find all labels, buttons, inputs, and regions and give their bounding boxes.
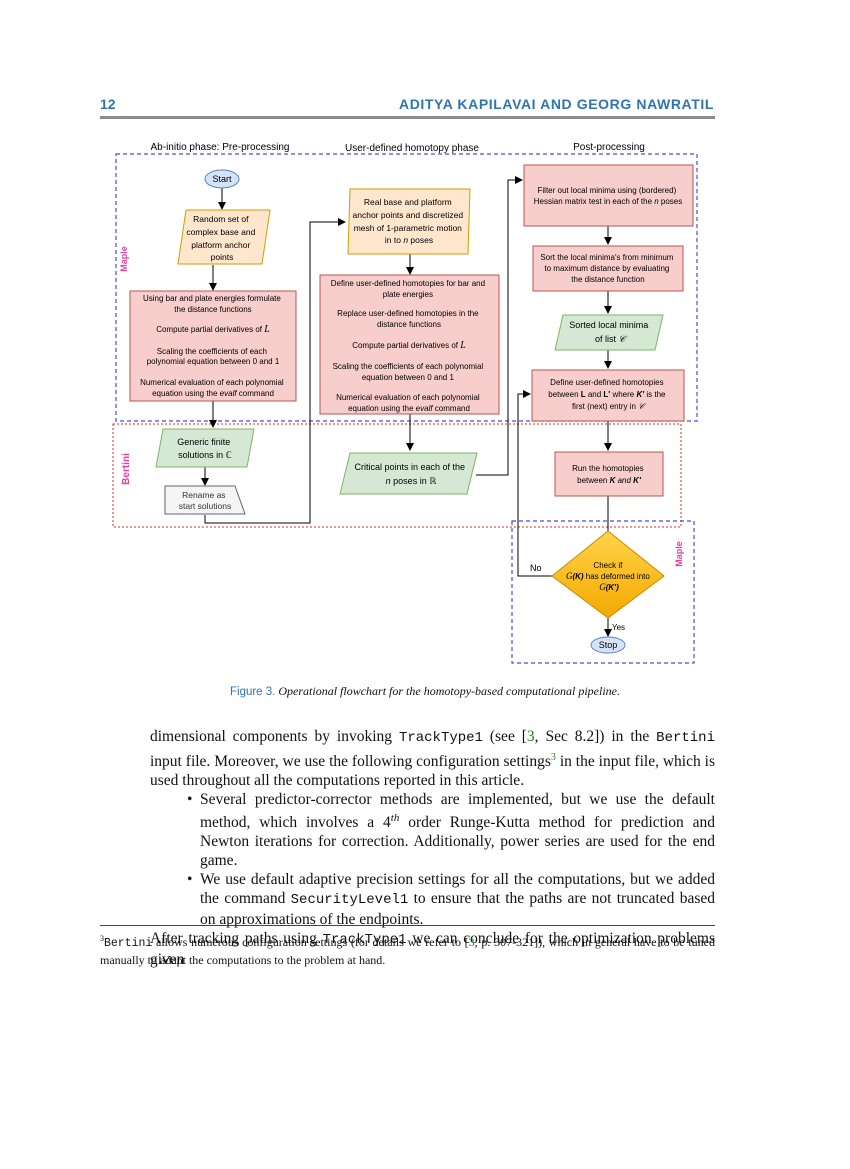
config-list: Several predictor-corrector methods are … xyxy=(150,790,715,929)
node-generic-solutions: Generic finite solutions in ℂ xyxy=(155,428,255,468)
body-text: dimensional components by invoking Track… xyxy=(150,727,715,969)
bertini-region xyxy=(112,423,682,528)
svg-text:Define user-defined homotopies: Define user-defined homotopies for bar a… xyxy=(331,279,488,329)
paragraph-2: After tracking paths using TrackType1 we… xyxy=(150,930,715,969)
flowchart: Ab-initio phase: Pre-processing User-def… xyxy=(112,142,698,664)
citation-link[interactable]: 3 xyxy=(468,935,475,949)
node-critical-points: Critical points in each of the n poses i… xyxy=(339,452,478,495)
node-random-set: Random set of complex base and platform … xyxy=(177,209,271,265)
footnote-rule xyxy=(100,925,715,926)
page-number: 12 xyxy=(100,96,116,112)
svg-text:Filter out local minima using: Filter out local minima using (bordered)… xyxy=(534,186,683,206)
svg-text:Compute partial derivatives of: Compute partial derivatives of L xyxy=(156,324,270,335)
svg-text:Check if G(K) has deform: Check if G(K) has deformed into G(K') xyxy=(566,561,652,592)
edge-check-no xyxy=(517,390,555,577)
node-filter: Filter out local minima using (bordered)… xyxy=(523,164,694,227)
node-sorted-minima: Sorted local minima of list 𝒞 xyxy=(554,314,664,351)
footnote: 3Bertini allows numerous configuration s… xyxy=(100,934,715,967)
svg-text:Scaling the coefficients of ea: Scaling the coefficients of each polynom… xyxy=(147,347,280,366)
label-no: No xyxy=(530,563,542,573)
phase-title-user: User-defined homotopy phase xyxy=(345,143,479,154)
svg-text:Critical points in each of the: Critical points in each of the n poses i… xyxy=(354,462,467,487)
node-stop: Stop xyxy=(590,636,626,654)
svg-text:Sorted local minima of l: Sorted local minima of list 𝒞 xyxy=(569,320,651,344)
svg-text:Compute partial derivatives of: Compute partial derivatives of L xyxy=(352,340,466,351)
figure-caption-text: Operational flowchart for the homotopy-b… xyxy=(278,684,621,698)
node-userdefined-block: Define user-defined homotopies for bar a… xyxy=(319,274,500,415)
footnote-marker[interactable]: 3 xyxy=(550,752,556,763)
svg-text:Run the homotopies betwe: Run the homotopies between K and K' xyxy=(572,464,646,485)
paragraph-1: dimensional components by invoking Track… xyxy=(150,728,715,790)
svg-text:Generic finite solutions: Generic finite solutions in ℂ xyxy=(177,437,233,461)
node-check-diamond: Check if G(K) has deformed into G(K') xyxy=(551,530,665,619)
node-preprocess-block: Using bar and plate energies formulate t… xyxy=(129,290,297,402)
header-rule xyxy=(100,116,715,119)
list-item: Several predictor-corrector methods are … xyxy=(187,790,715,870)
list-item: We use default adaptive precision settin… xyxy=(187,870,715,929)
svg-text:Scaling the coefficients of ea: Scaling the coefficients of each polynom… xyxy=(333,362,486,413)
svg-text:Using bar and plate energies f: Using bar and plate energies formulate t… xyxy=(143,294,283,314)
node-real-base: Real base and platform anchor points and… xyxy=(347,188,471,255)
maple-region-bottom xyxy=(511,520,695,664)
node-start: Start xyxy=(204,169,240,189)
edge-critical-filter xyxy=(476,176,523,476)
edge-rename-realbase xyxy=(204,218,346,524)
svg-text:Real base and platform a: Real base and platform anchor points and… xyxy=(353,197,466,245)
svg-text:Rename as start solution: Rename as start solutions xyxy=(179,490,231,511)
svg-text:Random set of complex ba: Random set of complex base and platform … xyxy=(186,214,257,262)
svg-text:Stop: Stop xyxy=(599,640,618,650)
figure-caption: Figure 3. Operational flowchart for the … xyxy=(0,684,850,699)
svg-text:Sort the local minima's from m: Sort the local minima's from minimum to … xyxy=(540,253,675,284)
node-define-post: Define user-defined homotopies between L… xyxy=(531,369,685,422)
svg-text:Numerical evaluation of each p: Numerical evaluation of each polynomial … xyxy=(140,378,286,398)
phase-title-pre: Ab-initio phase: Pre-processing xyxy=(151,142,290,153)
bertini-label: Bertini xyxy=(121,453,132,485)
svg-text:Define user-defined homotopies: Define user-defined homotopies between L… xyxy=(548,378,667,411)
maple-label-right: Maple xyxy=(674,541,684,567)
phase-title-post: Post-processing xyxy=(573,142,645,153)
label-yes: Yes xyxy=(612,623,625,632)
maple-label-left: Maple xyxy=(119,246,129,272)
node-rename: Rename as start solutions xyxy=(164,485,246,515)
figure-label: Figure 3. xyxy=(229,686,276,698)
node-sort: Sort the local minima's from minimum to … xyxy=(532,245,684,292)
citation-link[interactable]: 3 xyxy=(526,728,535,745)
running-header-authors: ADITYA KAPILAVAI AND GEORG NAWRATIL xyxy=(399,96,714,112)
maple-region-top xyxy=(115,153,698,422)
node-run-homotopies: Run the homotopies between K and K' xyxy=(554,451,664,497)
svg-text:Start: Start xyxy=(212,174,232,184)
